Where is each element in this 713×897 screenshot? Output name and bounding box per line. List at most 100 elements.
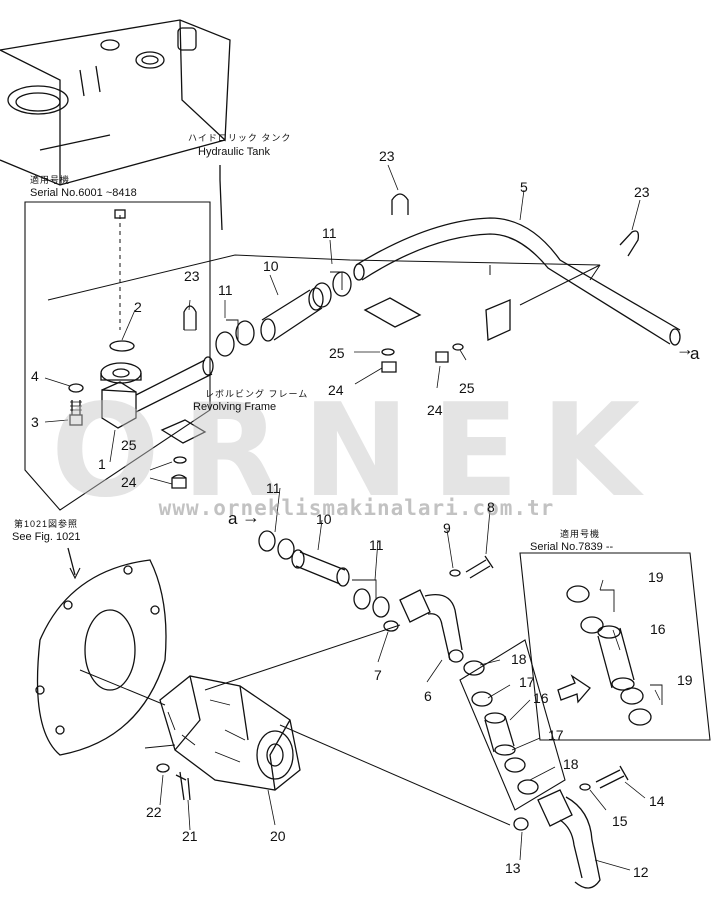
bracket-right: [485, 299, 511, 341]
hose-10-upper: [260, 287, 324, 342]
pipe-5: [353, 217, 681, 346]
serial-top-jp-label: 適用号機: [30, 175, 71, 185]
callout-2: 2: [134, 299, 142, 315]
callout-24-center: 24: [328, 382, 344, 398]
callout-23-left: 23: [184, 268, 200, 284]
nut-24-left: [171, 474, 187, 489]
callout-1: 1: [98, 456, 106, 472]
callout-17-b: 17: [548, 727, 564, 743]
hydraulic-pump-20: [159, 675, 301, 791]
hose-assembly-right: [566, 585, 663, 726]
callout-8: 8: [487, 499, 495, 515]
washer-25-center: [381, 348, 395, 356]
hose-assembly-middle: [463, 660, 539, 795]
connector-arrow-top: →: [676, 339, 694, 359]
callout-19-b: 19: [677, 672, 693, 688]
callout-13: 13: [505, 860, 521, 876]
callout-23-right: 23: [634, 184, 650, 200]
connector-arrow-bottom: →: [242, 507, 260, 527]
watermark-url: www.orneklismakinalari.com.tr: [158, 496, 555, 520]
bolt-14: [595, 765, 629, 789]
callout-16-middle: 16: [533, 690, 549, 706]
see-fig-jp-label: 第1021図参照: [14, 519, 79, 529]
u-bolt-23-top: [391, 193, 409, 215]
callout-10-upper: 10: [263, 258, 279, 274]
revolving-frame-line: [47, 254, 601, 306]
elbow-12: [537, 789, 601, 889]
washer-9: [449, 569, 461, 577]
washer-4: [68, 383, 84, 393]
pump-axis: [79, 669, 166, 706]
callout-18-a: 18: [511, 651, 527, 667]
clamps-11-lower: [258, 530, 390, 618]
callout-23-top: 23: [379, 148, 395, 164]
revolving-frame-jp-label: レボルビング フレーム: [205, 389, 309, 399]
serial-inset-right: [519, 552, 711, 741]
hydraulic-tank: [0, 19, 231, 186]
washer-25-right: [452, 343, 464, 351]
callout-24-left: 24: [121, 474, 137, 490]
callout-14: 14: [649, 793, 665, 809]
u-bolt-23-right: [619, 230, 640, 257]
nut-24-right: [435, 351, 449, 363]
callout-19-a: 19: [648, 569, 664, 585]
callout-25-center: 25: [329, 345, 345, 361]
connector-a-bottom: a: [228, 509, 238, 528]
washer-22: [156, 763, 170, 773]
inset-middle: [459, 639, 566, 811]
serial-top-label: Serial No.6001 ~8418: [30, 187, 137, 199]
callout-12: 12: [633, 864, 649, 880]
callout-11-b: 11: [322, 225, 337, 241]
bolt-21: [175, 771, 191, 801]
callout-25-left: 25: [121, 437, 137, 453]
bolt-3: [69, 400, 83, 426]
callout-4: 4: [31, 368, 39, 384]
callout-21: 21: [182, 828, 198, 844]
watermark-brand: ORNEK: [50, 377, 663, 526]
see-fig-label: See Fig. 1021: [12, 531, 81, 543]
callout-11-d: 11: [369, 537, 384, 553]
o-ring-2: [109, 340, 135, 352]
serial-inset-top: [24, 201, 211, 511]
nut-24-center: [381, 361, 397, 373]
clamps-11-upper: [215, 271, 352, 357]
callout-17-a: 17: [519, 674, 535, 690]
callout-5: 5: [520, 179, 528, 195]
hose-10-lower: [291, 549, 350, 587]
hydraulic-tank-jp-label: ハイドロリック タンク: [188, 133, 292, 143]
connector-a-top: a: [690, 344, 700, 363]
leader-lines: [44, 164, 661, 871]
callout-24-right: 24: [427, 402, 443, 418]
elbow-6: [399, 589, 464, 663]
o-ring-13: [513, 817, 529, 831]
callout-20: 20: [270, 828, 286, 844]
hydraulic-tank-label: Hydraulic Tank: [198, 146, 270, 158]
washer-15: [579, 783, 591, 791]
callout-9: 9: [443, 520, 451, 536]
callout-25-right: 25: [459, 380, 475, 396]
callout-7: 7: [374, 667, 382, 683]
connection-lines: [204, 624, 511, 826]
bracket-left: [160, 419, 207, 444]
callout-15: 15: [612, 813, 628, 829]
serial-right-jp-label: 適用号機: [560, 529, 601, 539]
callout-11-c: 11: [266, 480, 281, 496]
serial-right-label: Serial No.7839 --: [530, 541, 614, 553]
see-fig-arrow: [67, 547, 76, 576]
bolt-8: [465, 555, 494, 579]
revolving-frame-label: Revolving Frame: [193, 401, 277, 413]
arrow-replacement: [557, 674, 591, 704]
pump-flange: [35, 559, 167, 756]
washer-25-left: [173, 456, 187, 464]
u-bolt-23-left: [183, 305, 197, 330]
callout-10-lower: 10: [316, 511, 332, 527]
elbow-block-1: [100, 209, 214, 429]
callout-6: 6: [424, 688, 432, 704]
callout-18-b: 18: [563, 756, 579, 772]
tank-leader: [219, 165, 223, 231]
callout-3: 3: [31, 414, 39, 430]
callout-16-right: 16: [650, 621, 666, 637]
callout-11-a: 11: [218, 282, 233, 298]
